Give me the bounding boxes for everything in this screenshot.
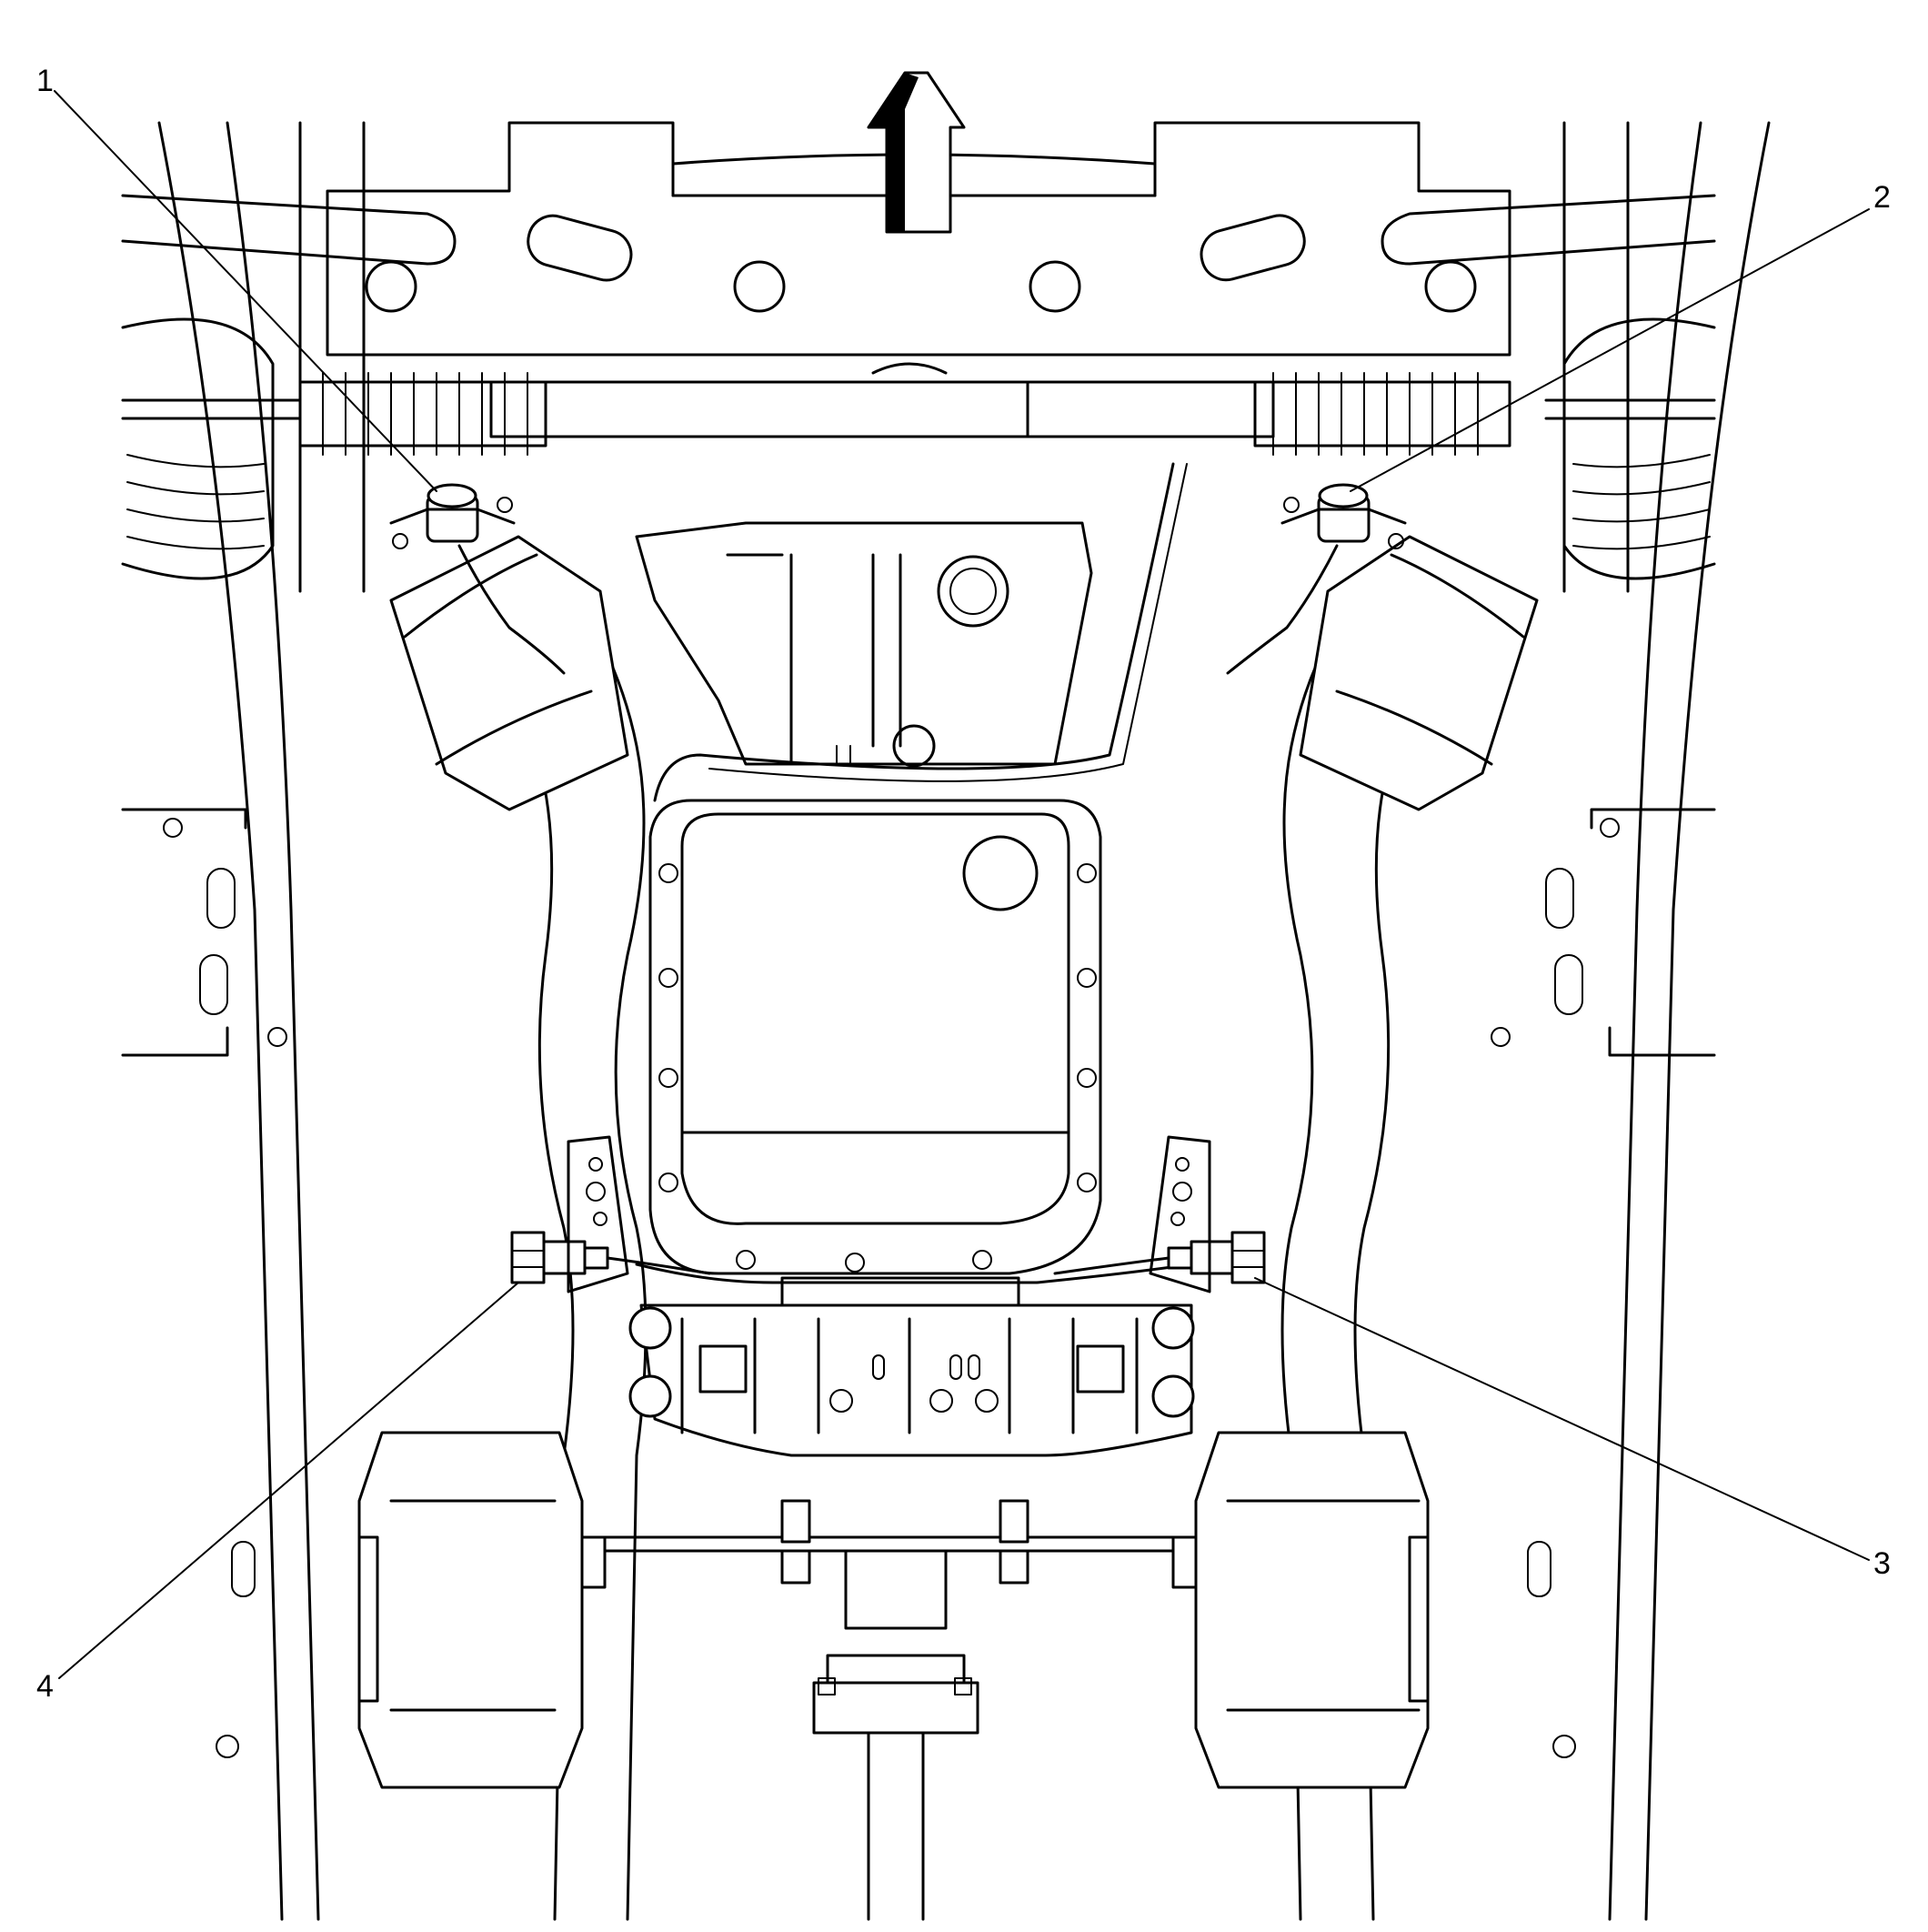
catalytic-converter-lower-left <box>357 1431 584 1789</box>
frame-holes <box>121 808 1716 1758</box>
catalytic-converter-upper-left <box>389 535 629 811</box>
sensor-upper-left <box>389 483 566 675</box>
frame-rail-right <box>1562 121 1771 1921</box>
engine-block <box>635 521 1093 768</box>
catalytic-converter-lower-right <box>1194 1431 1430 1789</box>
steering-rack <box>121 362 1716 438</box>
tire-right <box>1562 317 1716 580</box>
side-brackets <box>567 1135 1211 1293</box>
arrow-up-icon <box>867 71 966 234</box>
transmission-crossmember <box>628 1276 1195 1457</box>
wiring-harness <box>635 462 1193 1284</box>
sensor-lower-right <box>1053 1231 1266 1284</box>
driveshaft <box>812 1549 979 1921</box>
callout-4: 4 <box>36 1282 519 1704</box>
rack-boot-right <box>1253 372 1511 456</box>
catalytic-converter-upper-right <box>1299 535 1539 811</box>
callout-label-1: 1 <box>36 64 54 98</box>
callout-3: 3 <box>1254 1277 1891 1581</box>
callout-label-4: 4 <box>36 1669 54 1704</box>
frame-rail-left <box>157 121 366 1921</box>
lower-crossbar <box>580 1499 1198 1589</box>
callout-label-2: 2 <box>1873 180 1891 215</box>
tie-rods <box>121 194 1716 266</box>
sensor-upper-right <box>1226 483 1407 675</box>
callout-2: 2 <box>1350 180 1891 492</box>
tire-left <box>121 317 275 580</box>
oil-pan <box>648 799 1102 1275</box>
callout-label-3: 3 <box>1873 1546 1891 1581</box>
callout-1: 1 <box>36 64 437 492</box>
rack-boot-left <box>298 372 547 456</box>
sensor-lower-left <box>510 1231 711 1284</box>
